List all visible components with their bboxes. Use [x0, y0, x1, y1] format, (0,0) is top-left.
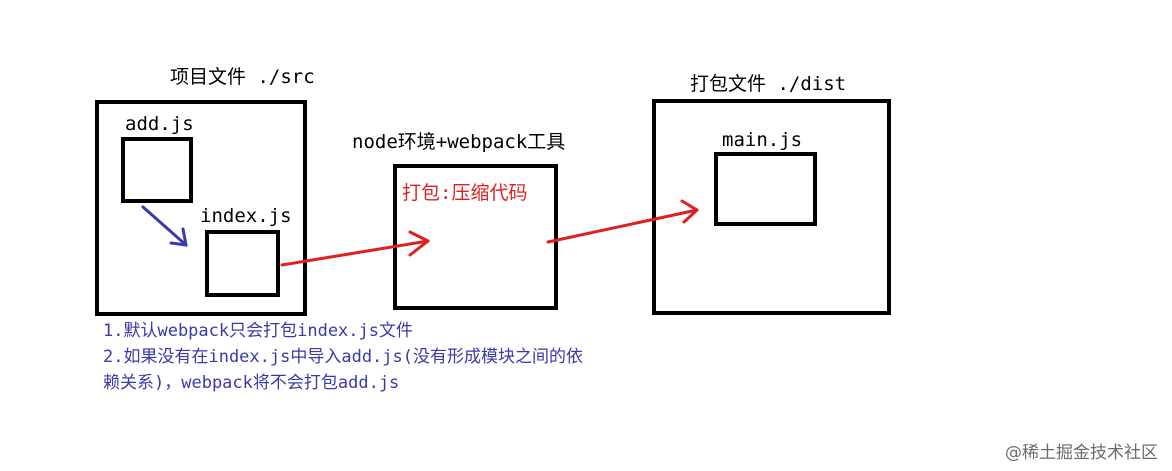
main-js-box: [714, 152, 817, 226]
add-js-box: [121, 137, 193, 203]
note-2: 2.如果没有在index.js中导入add.js(没有形成模块之间的依: [103, 347, 583, 367]
src-box: [95, 100, 307, 316]
watermark: @稀土掘金技术社区: [1005, 443, 1158, 463]
dependency-arrow: [141, 205, 188, 247]
flow-arrow-to-dist: [546, 199, 699, 244]
process-title: node环境+webpack工具: [352, 131, 566, 153]
src-title: 项目文件 ./src: [170, 66, 315, 88]
process-action-label: 打包:压缩代码: [402, 182, 528, 204]
note-1: 1.默认webpack只会打包index.js文件: [103, 321, 413, 341]
main-js-label: main.js: [722, 129, 803, 151]
index-js-box: [205, 230, 280, 297]
add-js-label: add.js: [125, 113, 194, 135]
dist-title: 打包文件 ./dist: [690, 73, 847, 95]
process-box: [393, 164, 558, 310]
dist-box: [652, 99, 891, 315]
notes: 1.默认webpack只会打包index.js文件 2.如果没有在index.j…: [103, 318, 583, 396]
note-3: 赖关系)，webpack将不会打包add.js: [103, 373, 400, 393]
index-js-label: index.js: [200, 205, 292, 227]
flow-arrow-to-process: [280, 230, 430, 267]
